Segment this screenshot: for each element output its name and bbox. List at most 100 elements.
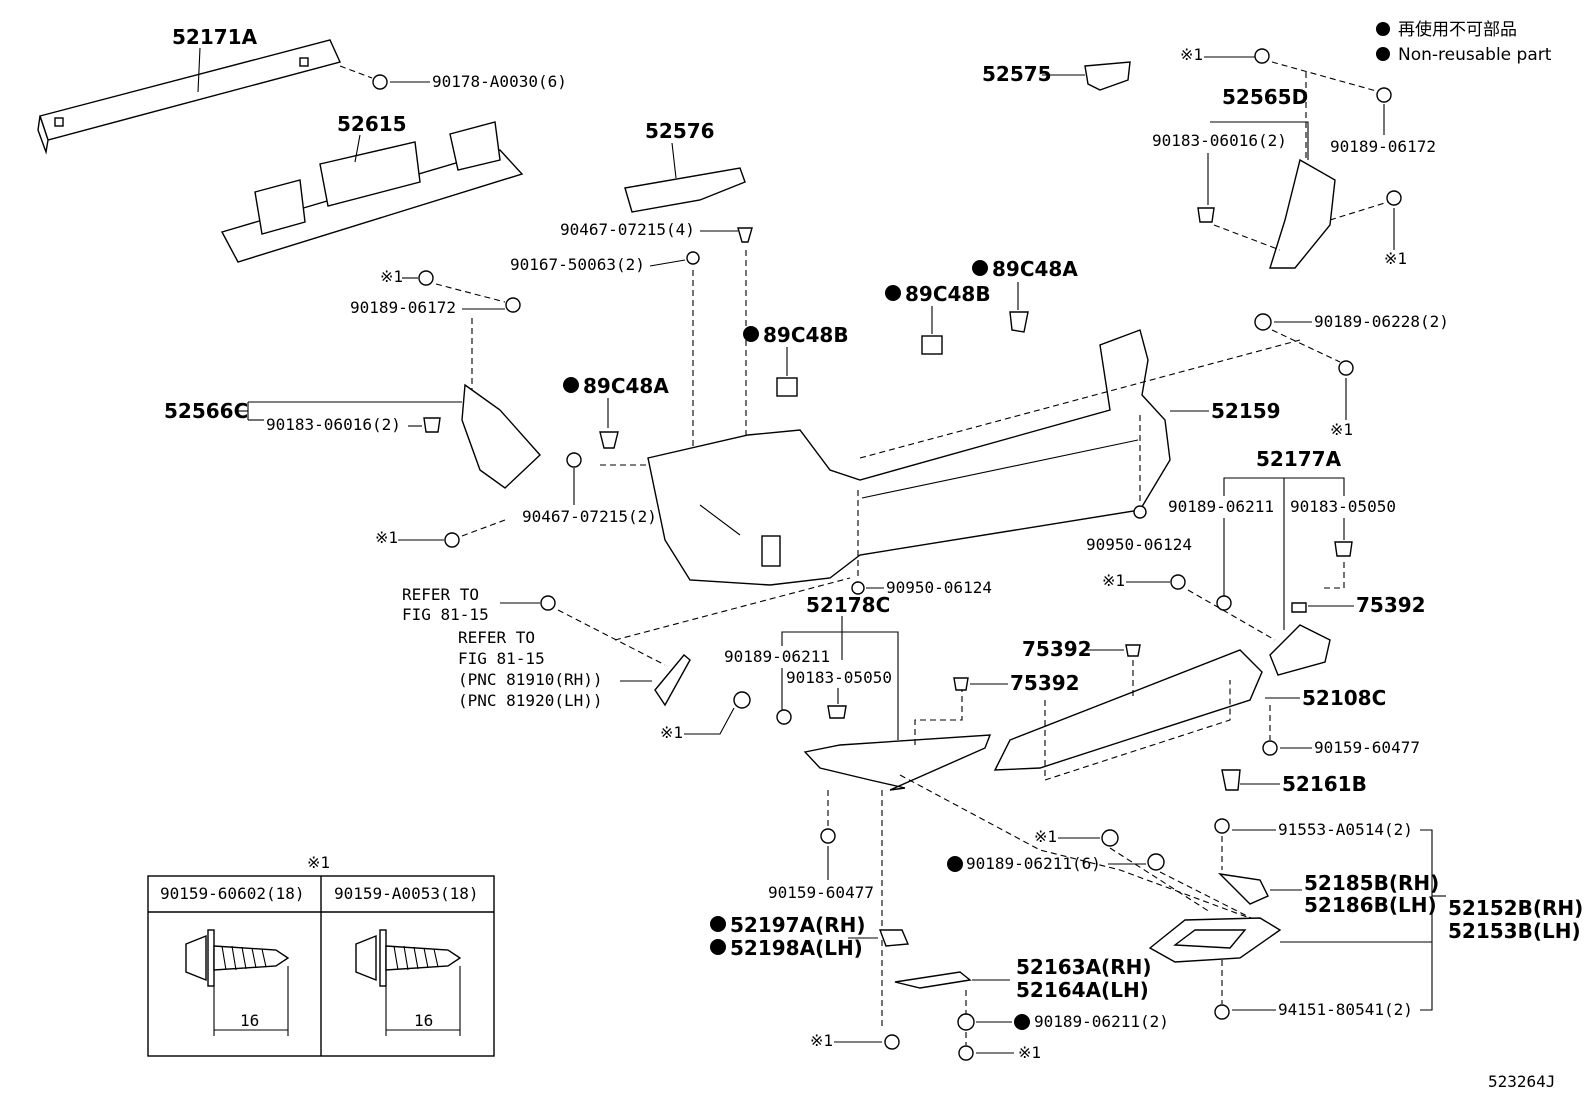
nonreusable-dot-icon xyxy=(563,377,579,393)
label-52178C: 52178C xyxy=(806,593,890,617)
nut-icon xyxy=(957,1013,975,1031)
label-52575: 52575 xyxy=(982,62,1052,86)
label-52186B: 52186B(LH) xyxy=(1304,893,1437,917)
pnc-lh: (PNC 81920(LH)) xyxy=(458,691,603,710)
refer-b: REFER TO xyxy=(458,628,535,647)
bolt-icon xyxy=(1170,574,1186,590)
mark-x1: ※1 xyxy=(1034,827,1057,846)
bolt-icon xyxy=(958,1045,974,1061)
mark-x1: ※1 xyxy=(810,1031,833,1050)
exhaust-opening xyxy=(1173,929,1247,949)
part-89C48A xyxy=(599,431,619,449)
screw-icon xyxy=(820,828,836,844)
label-90183-06016-l: 90183-06016(2) xyxy=(266,415,401,434)
label-52159: 52159 xyxy=(1211,399,1281,423)
fig-b: FIG 81-15 xyxy=(458,649,545,668)
label-90189-06228: 90189-06228(2) xyxy=(1314,312,1449,331)
nonreusable-dot-icon xyxy=(1376,22,1390,36)
label-52161B: 52161B xyxy=(1282,772,1367,796)
clip-icon xyxy=(737,227,753,243)
label-52177A: 52177A xyxy=(1256,447,1342,471)
label-90189-06211-r: 90189-06211 xyxy=(1168,497,1274,516)
part-52178C xyxy=(803,734,992,791)
part-52615 xyxy=(220,121,524,263)
nut-icon xyxy=(1216,595,1232,611)
label-90178: 90178-A0030(6) xyxy=(432,72,567,91)
part-89C48A xyxy=(1009,311,1029,333)
nut-icon xyxy=(776,709,792,725)
diagram-id: 523264J xyxy=(1488,1072,1555,1091)
nut-icon xyxy=(1334,541,1353,557)
bolt-icon xyxy=(884,1034,900,1050)
label-89C48A-top: 89C48A xyxy=(992,257,1078,281)
label-90467-4: 90467-07215(4) xyxy=(560,220,695,239)
part-89C48B xyxy=(921,335,943,355)
nonreusable-dot-icon xyxy=(710,939,726,955)
clip-icon xyxy=(878,929,910,947)
mark-x1: ※1 xyxy=(1102,571,1125,590)
label-89C48B-mid: 89C48B xyxy=(763,323,849,347)
label-75392-m: 75392 xyxy=(1010,671,1080,695)
bolt-icon xyxy=(1386,190,1402,206)
mark-x1: ※1 xyxy=(1180,45,1203,64)
clip-icon xyxy=(1125,644,1141,657)
label-90950-r: 90950-06124 xyxy=(1086,535,1192,554)
legend-jp: 再使用不可部品 xyxy=(1398,19,1517,40)
table-dim2: 16 xyxy=(414,1011,433,1030)
label-52565D: 52565D xyxy=(1222,85,1308,109)
nonreusable-dot-icon xyxy=(947,856,963,872)
fig-a: FIG 81-15 xyxy=(402,605,489,624)
label-52615: 52615 xyxy=(337,112,407,136)
mark-x1: ※1 xyxy=(375,528,398,547)
clip-icon xyxy=(1221,769,1241,791)
label-90189-06211-2: 90189-06211(2) xyxy=(1034,1012,1169,1031)
screw-icon xyxy=(1262,740,1278,756)
nut-icon xyxy=(1376,87,1392,103)
part-52108C xyxy=(993,649,1263,771)
label-75392-t: 75392 xyxy=(1022,637,1092,661)
bolt-icon xyxy=(733,691,751,709)
pnc-rh: (PNC 81910(RH)) xyxy=(458,670,603,689)
screw-icon xyxy=(355,929,462,987)
mark-x1: ※1 xyxy=(1330,420,1353,439)
part-52185B xyxy=(1218,872,1269,905)
part-reflector xyxy=(654,654,691,707)
label-90183-06016-r: 90183-06016(2) xyxy=(1152,131,1287,150)
table-title: ※1 xyxy=(307,853,330,872)
label-90950-c: 90950-06124 xyxy=(886,578,992,597)
label-90159-60477-r: 90159-60477 xyxy=(1314,738,1420,757)
plug-icon xyxy=(1133,505,1147,519)
nut-icon xyxy=(827,705,847,719)
bolt-icon xyxy=(444,532,460,548)
label-89C48A-left: 89C48A xyxy=(583,374,669,398)
label-52576: 52576 xyxy=(645,119,715,143)
part-52171A xyxy=(37,39,341,155)
label-52198A: 52198A(LH) xyxy=(730,936,863,960)
label-52152B: 52152B(RH) xyxy=(1448,896,1583,920)
screw-icon xyxy=(686,251,700,265)
table-col1: 90159-60602(18) xyxy=(160,884,305,903)
screw-icon xyxy=(185,929,290,987)
part-52565D xyxy=(1269,158,1336,269)
bolt-icon xyxy=(418,270,434,286)
label-90167: 90167-50063(2) xyxy=(510,255,645,274)
label-90189-06172-r: 90189-06172 xyxy=(1330,137,1436,156)
label-90159-60477-l: 90159-60477 xyxy=(768,883,874,902)
nonreusable-dot-icon xyxy=(885,285,901,301)
nut-icon xyxy=(423,417,441,433)
nut-icon xyxy=(1197,207,1215,223)
nut-icon xyxy=(505,297,521,313)
clip-icon xyxy=(953,677,969,691)
part-52576 xyxy=(624,167,746,213)
label-52197A: 52197A(RH) xyxy=(730,913,865,937)
part-52163A xyxy=(894,971,972,989)
nonreusable-dot-icon xyxy=(710,916,726,932)
bolt-icon xyxy=(1101,829,1119,847)
label-52566C: 52566C xyxy=(164,399,248,423)
screw-icon xyxy=(1214,818,1230,834)
nonreusable-dot-icon xyxy=(1376,47,1390,61)
fastener-table: ※1 90159-60602(18) 90159-A0053(18) 16 16 xyxy=(147,853,495,1057)
label-90189-06211-m: 90189-06211 xyxy=(724,647,830,666)
bolt-icon xyxy=(540,595,556,611)
label-90189-06211-6: 90189-06211(6) xyxy=(966,854,1101,873)
